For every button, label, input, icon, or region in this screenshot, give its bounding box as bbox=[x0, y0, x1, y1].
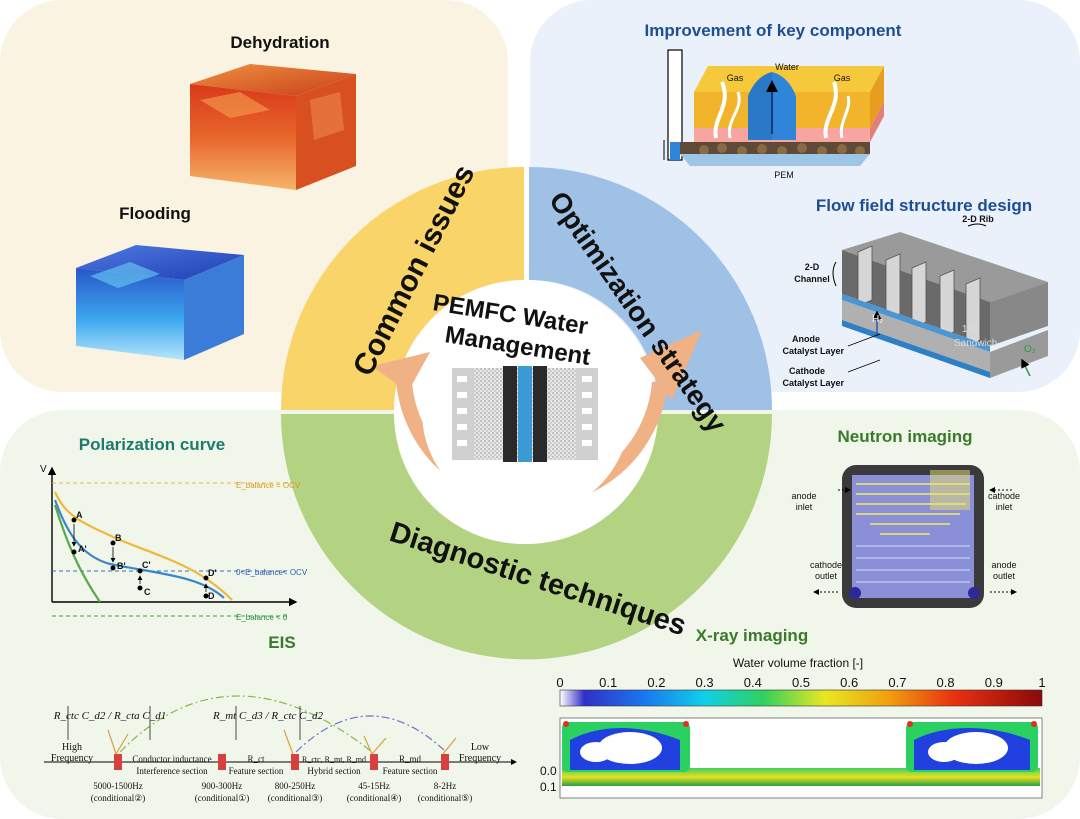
point-b: B bbox=[115, 533, 122, 543]
anode-inlet-line2: inlet bbox=[796, 502, 813, 512]
ring-segment-common bbox=[281, 167, 524, 410]
pem-label: PEM bbox=[774, 170, 794, 180]
eis-band-3-range: 800-250Hz bbox=[275, 781, 316, 791]
colorbar bbox=[559, 689, 1043, 707]
colorbar-tick-label: 0.4 bbox=[744, 675, 762, 690]
channel-label-line1: 2-D bbox=[805, 262, 820, 272]
zero-balance-label: E_balance < 0 bbox=[236, 613, 288, 622]
axis-v-label: V bbox=[40, 464, 47, 475]
anode-outlet-line1: anode bbox=[991, 560, 1016, 570]
xray-title: X-ray imaging bbox=[696, 626, 808, 645]
eis-band-1-range: 5000-1500Hz bbox=[93, 781, 143, 791]
neutron-image bbox=[813, 465, 1017, 608]
anode-inlet-line1: anode bbox=[791, 491, 816, 501]
point-d-prime: D' bbox=[208, 568, 217, 578]
xray-image bbox=[559, 717, 1043, 799]
h2-label: H₂ bbox=[872, 314, 883, 325]
cathode-inlet-line1: cathode bbox=[988, 491, 1020, 501]
point-a-prime: A' bbox=[78, 544, 87, 554]
colorbar-tick-label: 0.2 bbox=[647, 675, 665, 690]
channel-label-line2: Channel bbox=[794, 274, 830, 284]
key-component-title: Improvement of key component bbox=[645, 21, 902, 40]
eis-diagram bbox=[44, 695, 517, 770]
neutron-title: Neutron imaging bbox=[837, 427, 972, 446]
colorbar-tick-label: 0.8 bbox=[937, 675, 955, 690]
eis-band-5-cond: (conditional⑤) bbox=[418, 793, 473, 803]
cell-stack-icon bbox=[452, 366, 598, 462]
eis-band-5-range: 8-2Hz bbox=[434, 781, 457, 791]
eis-sec1-a: Conductor inductance bbox=[132, 754, 211, 764]
colorbar-title: Water volume fraction [-] bbox=[733, 656, 863, 670]
colorbar-tick-label: 0.7 bbox=[888, 675, 906, 690]
flow-field-illustration bbox=[832, 223, 1048, 378]
polarization-curve-green bbox=[53, 504, 101, 603]
rib-label: 2-D Rib bbox=[962, 214, 994, 224]
sandwich-line2: Sandwich bbox=[954, 338, 997, 349]
eis-sec1-b: Interference section bbox=[136, 766, 208, 776]
eis-band-4-range: 45-15Hz bbox=[358, 781, 390, 791]
dehydration-label: Dehydration bbox=[230, 33, 329, 52]
anode-cl-line2: Catalyst Layer bbox=[782, 346, 844, 356]
dehydration-cube bbox=[190, 64, 356, 190]
eis-band-2-range: 900-300Hz bbox=[202, 781, 243, 791]
polarization-curve-blue bbox=[53, 499, 225, 599]
anode-outlet-line2: outlet bbox=[993, 571, 1016, 581]
cathode-outlet-line2: outlet bbox=[815, 571, 838, 581]
o2-label: O₂ bbox=[1024, 344, 1036, 355]
eis-sec4: Feature section bbox=[383, 766, 438, 776]
eis-low-freq-2: Frequency bbox=[459, 753, 501, 764]
eis-rmd: R_md bbox=[399, 754, 422, 764]
point-c-prime: C' bbox=[142, 560, 151, 570]
key-component-illustration bbox=[663, 49, 884, 166]
colorbar-tick-label: 0 bbox=[556, 675, 563, 690]
ring-segment-optimization bbox=[529, 167, 772, 410]
colorbar-tick-label: 1 bbox=[1038, 675, 1045, 690]
mid-balance-label: 0<E_balance< OCV bbox=[236, 568, 308, 577]
polarization-title: Polarization curve bbox=[79, 435, 225, 454]
colorbar-ticks: 0 0.1 0.2 0.3 0.4 0.5 0.6 0.7 0.8 0.9 1 bbox=[556, 675, 1045, 690]
eis-rct: R_ct bbox=[248, 754, 265, 764]
eis-band-1-cond: (conditional②) bbox=[91, 793, 146, 803]
colorbar-tick-label: 0.1 bbox=[599, 675, 617, 690]
eis-sec2: Feature section bbox=[229, 766, 284, 776]
xray-y-label-0: 0.0 bbox=[540, 764, 557, 778]
polarization-chart bbox=[47, 466, 298, 617]
colorbar-tick-label: 0.5 bbox=[792, 675, 810, 690]
point-a: A bbox=[76, 510, 83, 520]
colorbar-tick-label: 0.6 bbox=[840, 675, 858, 690]
point-b-prime: B' bbox=[117, 561, 126, 571]
cathode-cl-line1: Cathode bbox=[789, 366, 825, 376]
colorbar-tick-label: 0.9 bbox=[985, 675, 1003, 690]
flow-field-title: Flow field structure design bbox=[816, 196, 1032, 215]
point-c: C bbox=[144, 587, 151, 597]
flooding-label: Flooding bbox=[119, 204, 191, 223]
water-label: Water bbox=[775, 62, 799, 72]
eis-sec3-a: R_ctc, R_mt, R_md bbox=[302, 755, 366, 764]
gas-left-label: Gas bbox=[727, 73, 744, 83]
cathode-cl-line2: Catalyst Layer bbox=[782, 378, 844, 388]
eis-high-freq-1: High bbox=[62, 742, 82, 753]
cathode-outlet-line1: cathode bbox=[810, 560, 842, 570]
sandwich-line1: 1-D bbox=[962, 324, 978, 335]
eis-low-freq-1: Low bbox=[471, 742, 490, 753]
eis-band-3-cond: (conditional③) bbox=[268, 793, 323, 803]
ring-segment-diagnostic bbox=[281, 414, 772, 660]
eis-high-freq-2: Frequency bbox=[51, 753, 93, 764]
eis-band-4-cond: (conditional④) bbox=[347, 793, 402, 803]
eis-band-2-cond: (conditional①) bbox=[195, 793, 250, 803]
cathode-inlet-line2: inlet bbox=[996, 502, 1013, 512]
gas-right-label: Gas bbox=[834, 73, 851, 83]
point-d: D bbox=[208, 591, 215, 601]
eis-formula-2: R_mt C_d3 / R_ctc C_d2 bbox=[212, 710, 323, 722]
anode-cl-line1: Anode bbox=[792, 334, 820, 344]
colorbar-tick-label: 0.3 bbox=[696, 675, 714, 690]
eis-sec3-b: Hybrid section bbox=[307, 766, 361, 776]
ocv-label: E_balance = OCV bbox=[236, 481, 301, 490]
xray-y-label-1: 0.1 bbox=[540, 780, 557, 794]
eis-formula-1: R_ctc C_d2 / R_cta C_d1 bbox=[53, 710, 166, 722]
eis-title: EIS bbox=[268, 633, 295, 652]
flooding-cube bbox=[76, 245, 244, 360]
